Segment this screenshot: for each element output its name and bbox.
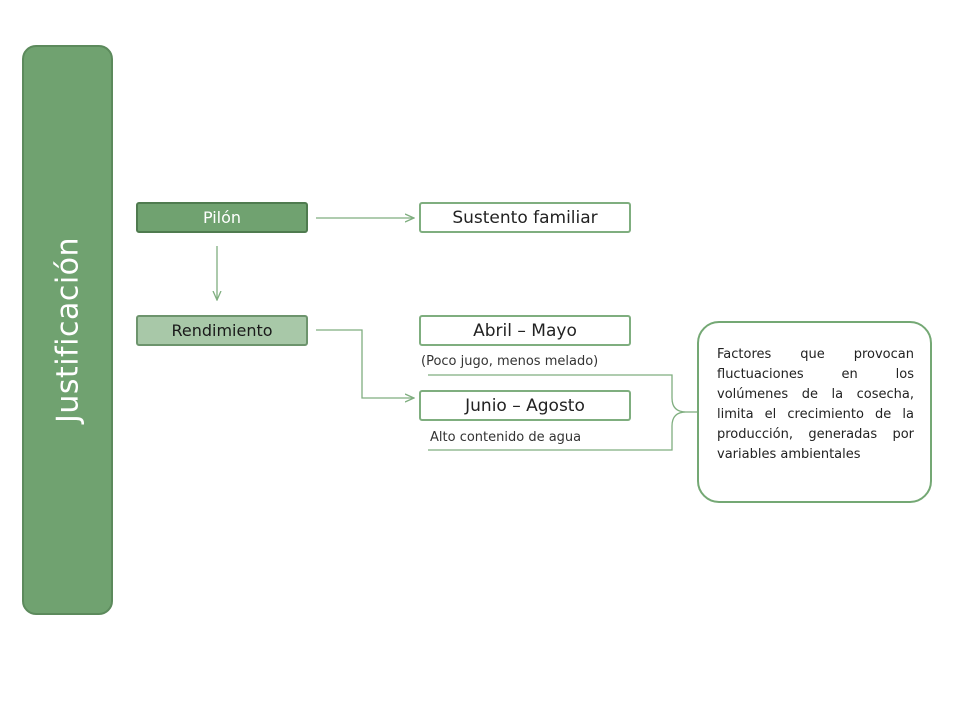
node-junio-agosto: Junio – Agosto — [419, 390, 631, 421]
arrow-rendimiento-to-junio — [316, 329, 414, 398]
node-pilon: Pilón — [136, 202, 308, 233]
callout-text: Factores que provocan fluctuaciones en l… — [717, 347, 914, 462]
node-sustento-familiar: Sustento familiar — [419, 202, 631, 233]
callout-box: Factores que provocan fluctuaciones en l… — [697, 321, 932, 503]
caption-abril-note: (Poco jugo, menos melado) — [421, 354, 599, 369]
caption-junio-note: Alto contenido de agua — [430, 430, 582, 445]
node-rendimiento: Rendimiento — [136, 315, 308, 346]
sidebar-banner: Justificación — [22, 45, 113, 615]
node-abril-mayo: Abril – Mayo — [419, 315, 631, 346]
